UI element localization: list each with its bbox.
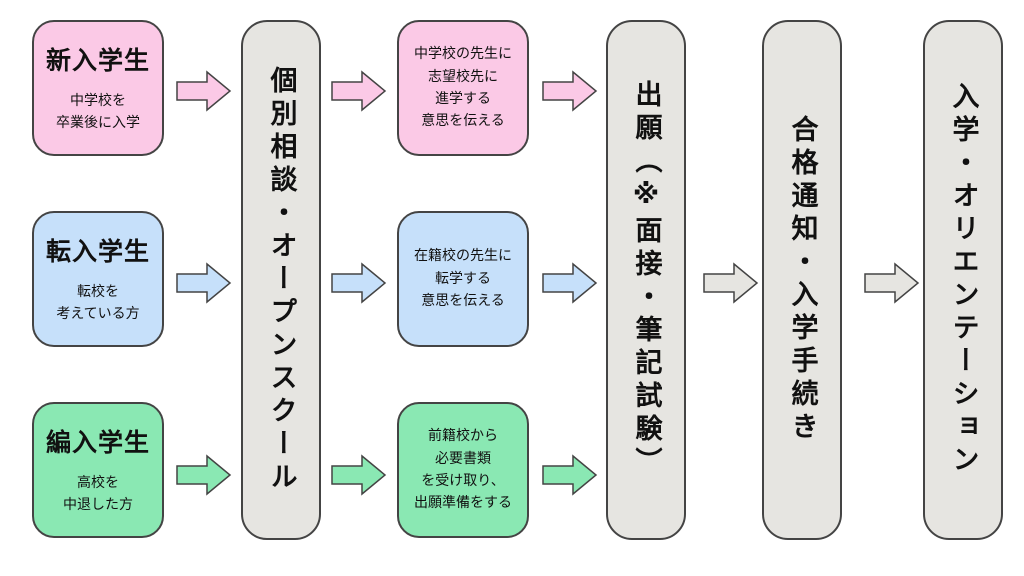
subtitle-line: 中学校を: [70, 93, 126, 110]
arrow-right-icon: [331, 454, 387, 496]
step-line: 志望校先に: [428, 68, 498, 85]
row-title-new-student: 新入学生: [45, 46, 150, 76]
row-subtitle: 高校を 中退した方: [63, 473, 133, 516]
subtitle-line: 転校を: [77, 284, 119, 301]
arrow-right-icon: [864, 262, 920, 304]
step-box-transfer-student: 在籍校の先生に 転学する 意思を伝える: [397, 211, 529, 347]
acceptance-column: 合格通知・入学手続き: [762, 20, 842, 540]
arrow-right-icon: [176, 262, 232, 304]
application-column: 出願（※面接・筆記試験）: [606, 20, 686, 540]
step-box-readmission-student: 前籍校から 必要書類 を受け取り、 出願準備をする: [397, 402, 529, 538]
consultation-column: 個別相談・オープンスクール: [241, 20, 321, 540]
step-line: 中学校の先生に: [414, 46, 512, 63]
enrollment-label: 入学・オリエンテーション: [947, 82, 979, 478]
step-line: 必要書類: [435, 450, 491, 467]
arrow-right-icon: [542, 454, 598, 496]
enrollment-column: 入学・オリエンテーション: [923, 20, 1003, 540]
row-readmission-student-box: 編入学生 高校を 中退した方: [32, 402, 164, 538]
row-new-student-box: 新入学生 中学校を 卒業後に入学: [32, 20, 164, 156]
subtitle-line: 中退した方: [63, 497, 133, 513]
row-transfer-student-box: 転入学生 転校を 考えている方: [32, 211, 164, 347]
arrow-right-icon: [331, 262, 387, 304]
consultation-label: 個別相談・オープンスクール: [265, 65, 297, 495]
row-subtitle: 中学校を 卒業後に入学: [56, 91, 140, 134]
step-box-new-student: 中学校の先生に 志望校先に 進学する 意思を伝える: [397, 20, 529, 156]
arrow-right-icon: [542, 70, 598, 112]
step-line: 前籍校から: [428, 428, 498, 445]
step-line: 出願準備をする: [414, 495, 512, 512]
arrow-right-icon: [331, 70, 387, 112]
subtitle-line: 考えている方: [56, 306, 140, 322]
step-line: を受け取り、: [421, 473, 505, 489]
step-line: 在籍校の先生に: [414, 248, 512, 265]
step-line: 転学する: [435, 270, 491, 287]
application-label: 出願（※面接・筆記試験）: [630, 80, 662, 480]
step-line: 意思を伝える: [421, 293, 505, 310]
arrow-right-icon: [542, 262, 598, 304]
subtitle-line: 高校を: [77, 475, 119, 492]
row-title-readmission-student: 編入学生: [45, 428, 150, 458]
row-subtitle: 転校を 考えている方: [56, 282, 139, 325]
step-line: 意思を伝える: [421, 113, 505, 130]
arrow-right-icon: [703, 262, 759, 304]
step-line: 進学する: [435, 91, 491, 107]
arrow-right-icon: [176, 454, 232, 496]
row-title-transfer-student: 転入学生: [45, 237, 150, 267]
arrow-right-icon: [176, 70, 232, 112]
subtitle-line: 卒業後に入学: [56, 115, 140, 131]
acceptance-label: 合格通知・入学手続き: [786, 115, 818, 445]
